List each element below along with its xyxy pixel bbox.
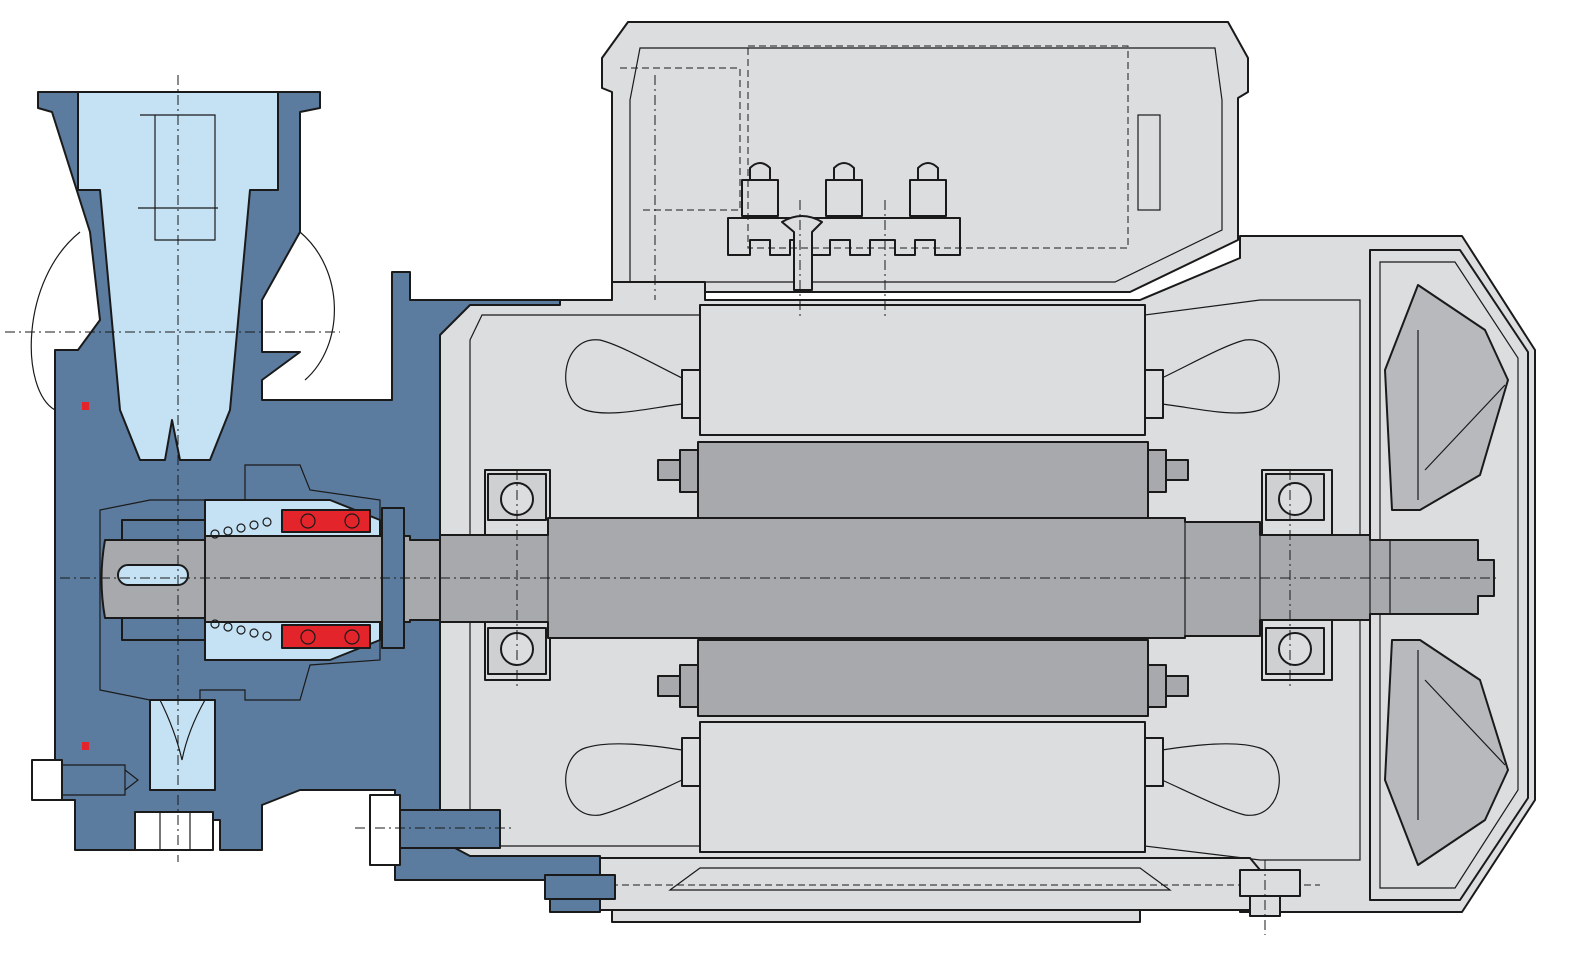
winding-end-right-lower xyxy=(1161,743,1280,816)
winding-end-left-lower xyxy=(565,743,683,816)
mechanical-seal-icon xyxy=(210,509,371,649)
winding-tab xyxy=(1144,737,1164,787)
rotor-ring xyxy=(1147,664,1167,708)
terminal-screw-icon xyxy=(909,162,947,217)
rotor-ring xyxy=(1165,675,1189,697)
rotor xyxy=(657,441,1189,717)
rotor-ring xyxy=(657,459,681,481)
winding-end-right-upper xyxy=(1161,339,1280,414)
rotor-lower xyxy=(697,639,1149,717)
fan-icon xyxy=(1384,284,1509,866)
rotor-ring xyxy=(657,675,681,697)
motor-foot xyxy=(545,857,1320,935)
fan-cover-inner xyxy=(1379,261,1519,889)
keyway xyxy=(117,564,189,586)
rotor-upper xyxy=(697,441,1149,519)
rotor-ring xyxy=(679,449,699,493)
bearing-icon xyxy=(1265,473,1325,521)
rotor-ring xyxy=(1147,449,1167,493)
center-lines xyxy=(5,75,1500,862)
winding-tab xyxy=(681,369,701,419)
bearing-icon xyxy=(1265,627,1325,675)
winding-end-left-upper xyxy=(565,339,683,414)
seal-spring-upper xyxy=(210,517,272,539)
bolt-icon xyxy=(1239,860,1301,935)
stator-lower xyxy=(699,721,1146,853)
bolt-icon xyxy=(31,759,139,801)
o-ring-mark xyxy=(82,742,89,750)
bolt-icon xyxy=(355,794,515,866)
earth-screw xyxy=(781,215,823,291)
terminal-screw-icon xyxy=(825,162,863,217)
suction-passage xyxy=(149,699,216,791)
terminal-block xyxy=(620,45,1161,291)
bolt-icon xyxy=(544,874,616,900)
rotor-ring xyxy=(679,664,699,708)
terminal-box xyxy=(601,21,1249,301)
o-ring-mark xyxy=(82,402,89,410)
terminal-box-inner xyxy=(629,47,1223,293)
stator-windings xyxy=(565,304,1280,853)
bolt-icon xyxy=(134,811,214,851)
seal-spring-lower xyxy=(210,619,272,641)
volute-chamber xyxy=(99,464,381,761)
winding-tab xyxy=(1144,369,1164,419)
stator-upper xyxy=(699,304,1146,436)
rotor-ring xyxy=(1165,459,1189,481)
winding-tab xyxy=(681,737,701,787)
